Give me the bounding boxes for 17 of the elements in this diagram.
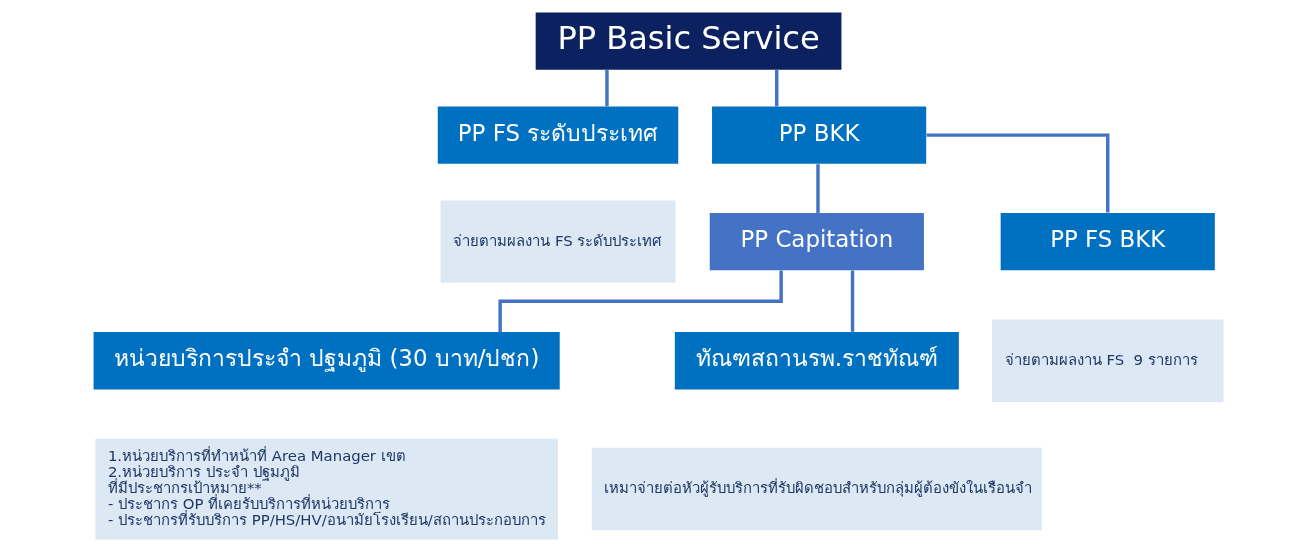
node-box: จ่ายตามผลงาน FS 9 รายการ [991,319,1223,402]
node-box: PP FS BKK [1000,213,1215,271]
node-box: จ่ายตามผลงาน FS ระดับประเทศ [440,200,675,283]
node-box: ทัณฑสถานรพ.ราชทัณฑ์ [674,332,959,390]
connector [497,270,783,332]
connector [604,69,609,107]
node-box: เหมาจ่ายต่อหัวผู้รับบริการที่รับผิดชอบสำหรับกลุ่มผู้ต้องขังในเรือนจำ [591,447,1042,531]
node-box: PP Basic Service [535,12,841,70]
connector [926,133,1109,213]
node-box: PP BKK [711,106,926,164]
node-box: PP FS ระดับประเทศ [437,106,678,164]
connector [815,164,820,213]
connector [850,270,854,332]
node-box: 1.หน่วยบริการที่ทำหน้าที่ Area Manager เขต 2.หน่วยบริการ ประจำ ปฐมภูมิ ที่มีประชากรเป้าหมาย** - ประชากร OP ที่เคยรับบริการที่หน่วยบริการ - ประชากรที่รับบริการ PP/HS/HV/อนามัยโรงเรียน/สถานประกอบการ [94,438,558,540]
connector [774,69,778,107]
node-box: หน่วยบริการประจำ ปฐมภูมิ (30 บาท/ปชก) [93,332,560,390]
node-box: PP Capitation [709,213,924,271]
